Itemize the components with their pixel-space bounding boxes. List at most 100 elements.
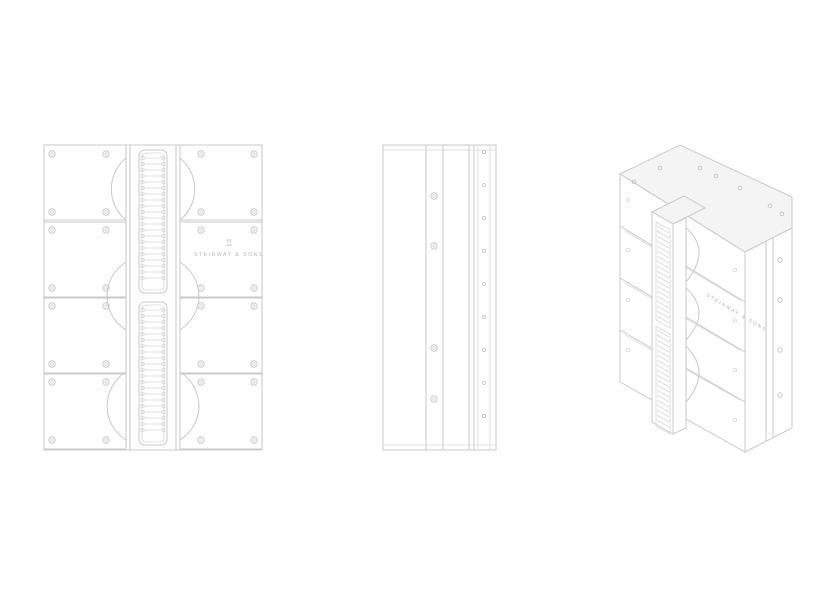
screw-icon <box>779 211 785 217</box>
iso-horn-slot <box>656 310 670 319</box>
rail-hole <box>481 281 487 287</box>
screw-icon <box>197 302 205 310</box>
horn-array <box>138 149 168 294</box>
iso-horn-slot <box>656 290 670 299</box>
iso-horn-slot <box>656 399 670 408</box>
iso-horn-slot <box>656 260 670 269</box>
screw-icon <box>733 417 738 422</box>
screw-icon <box>430 192 438 200</box>
screw-icon <box>102 208 110 216</box>
screw-icon <box>197 436 205 444</box>
screw-icon <box>102 360 110 368</box>
iso-horn-slot <box>656 359 670 368</box>
iso-horn-slot <box>656 349 670 358</box>
screw-icon <box>102 302 110 310</box>
grille-panel <box>179 221 263 298</box>
front-panels <box>43 144 263 450</box>
iso-woofer-arcs <box>685 227 700 403</box>
iso-horn-slot <box>656 255 670 264</box>
screw-icon <box>48 302 56 310</box>
screw-icon <box>626 347 631 352</box>
grille-panel <box>179 297 263 374</box>
iso-horn-slot <box>656 265 670 274</box>
screw-icon <box>626 247 631 252</box>
iso-horn-slot <box>656 414 670 423</box>
screw-icon <box>626 197 631 202</box>
grille-panel <box>179 144 263 221</box>
screw-icon <box>102 436 110 444</box>
iso-horn-arrays <box>655 221 671 435</box>
horn-arrays <box>138 149 168 446</box>
screw-icon <box>48 284 56 292</box>
screw-icon <box>48 360 56 368</box>
screw-icon <box>250 150 258 158</box>
iso-horn-slot <box>656 235 670 244</box>
screw-icon <box>102 378 110 386</box>
screw-icon <box>250 302 258 310</box>
screw-icon <box>250 208 258 216</box>
isometric-view: STEINWAY & SONS <box>618 144 793 453</box>
screw-icon <box>48 436 56 444</box>
screw-icon <box>733 367 738 372</box>
screw-icon <box>733 317 738 322</box>
brand-logo: ♖ STEINWAY & SONS <box>194 238 264 258</box>
iso-horn-slot <box>656 409 670 418</box>
iso-horn-slot <box>656 329 670 338</box>
screw-icon <box>197 360 205 368</box>
woofer-arcs <box>106 157 200 441</box>
front-view: ♖ STEINWAY & SONS <box>43 144 264 451</box>
screw-icon <box>48 378 56 386</box>
screw-icon <box>48 150 56 158</box>
side-screws <box>430 149 487 419</box>
screw-icon <box>737 185 743 191</box>
iso-horn-slot <box>656 404 670 413</box>
iso-screws <box>626 165 785 422</box>
rail-hole <box>481 248 487 254</box>
iso-horn-slot <box>656 354 670 363</box>
side-view <box>382 144 497 451</box>
screw-icon <box>250 436 258 444</box>
grille-panel <box>179 373 263 450</box>
screw-icon <box>657 165 663 171</box>
screw-icon <box>197 284 205 292</box>
screw-icon <box>626 297 631 302</box>
screw-icon <box>430 344 438 352</box>
iso-horn-slot <box>656 240 670 249</box>
rail-hole <box>481 380 487 386</box>
grille-panel <box>43 221 127 298</box>
screw-icon <box>733 267 738 272</box>
brand-text: STEINWAY & SONS <box>194 252 264 258</box>
iso-horn-slot <box>656 230 670 239</box>
iso-horn-slot <box>656 315 670 324</box>
iso-horn-slot <box>656 275 670 284</box>
iso-horn-slot <box>656 245 670 254</box>
iso-horn-slot <box>656 305 670 314</box>
screw-icon <box>777 257 783 263</box>
iso-horn-slot <box>656 364 670 373</box>
iso-horn-slot <box>656 280 670 289</box>
screw-icon <box>197 150 205 158</box>
iso-horn-slot <box>656 369 670 378</box>
iso-horn-slot <box>656 285 670 294</box>
screw-icon <box>48 226 56 234</box>
rail-hole <box>481 149 487 155</box>
iso-horn-slot <box>656 270 670 279</box>
rail-hole <box>481 314 487 320</box>
iso-horn-slot <box>656 389 670 398</box>
iso-horn-slot <box>656 379 670 388</box>
screw-icon <box>197 226 205 234</box>
screw-icon <box>713 173 719 179</box>
rail-hole <box>481 347 487 353</box>
side-outline <box>382 144 497 451</box>
iso-horn-slot <box>656 250 670 259</box>
iso-horn-slot <box>656 344 670 353</box>
iso-horn-slot <box>656 424 670 433</box>
grille-panel <box>43 373 127 450</box>
grille-panel <box>43 297 127 374</box>
screw-icon <box>697 165 703 171</box>
screw-icon <box>430 242 438 250</box>
screw-icon <box>430 395 438 403</box>
iso-horn-slot <box>656 295 670 304</box>
iso-side-face <box>744 227 793 453</box>
